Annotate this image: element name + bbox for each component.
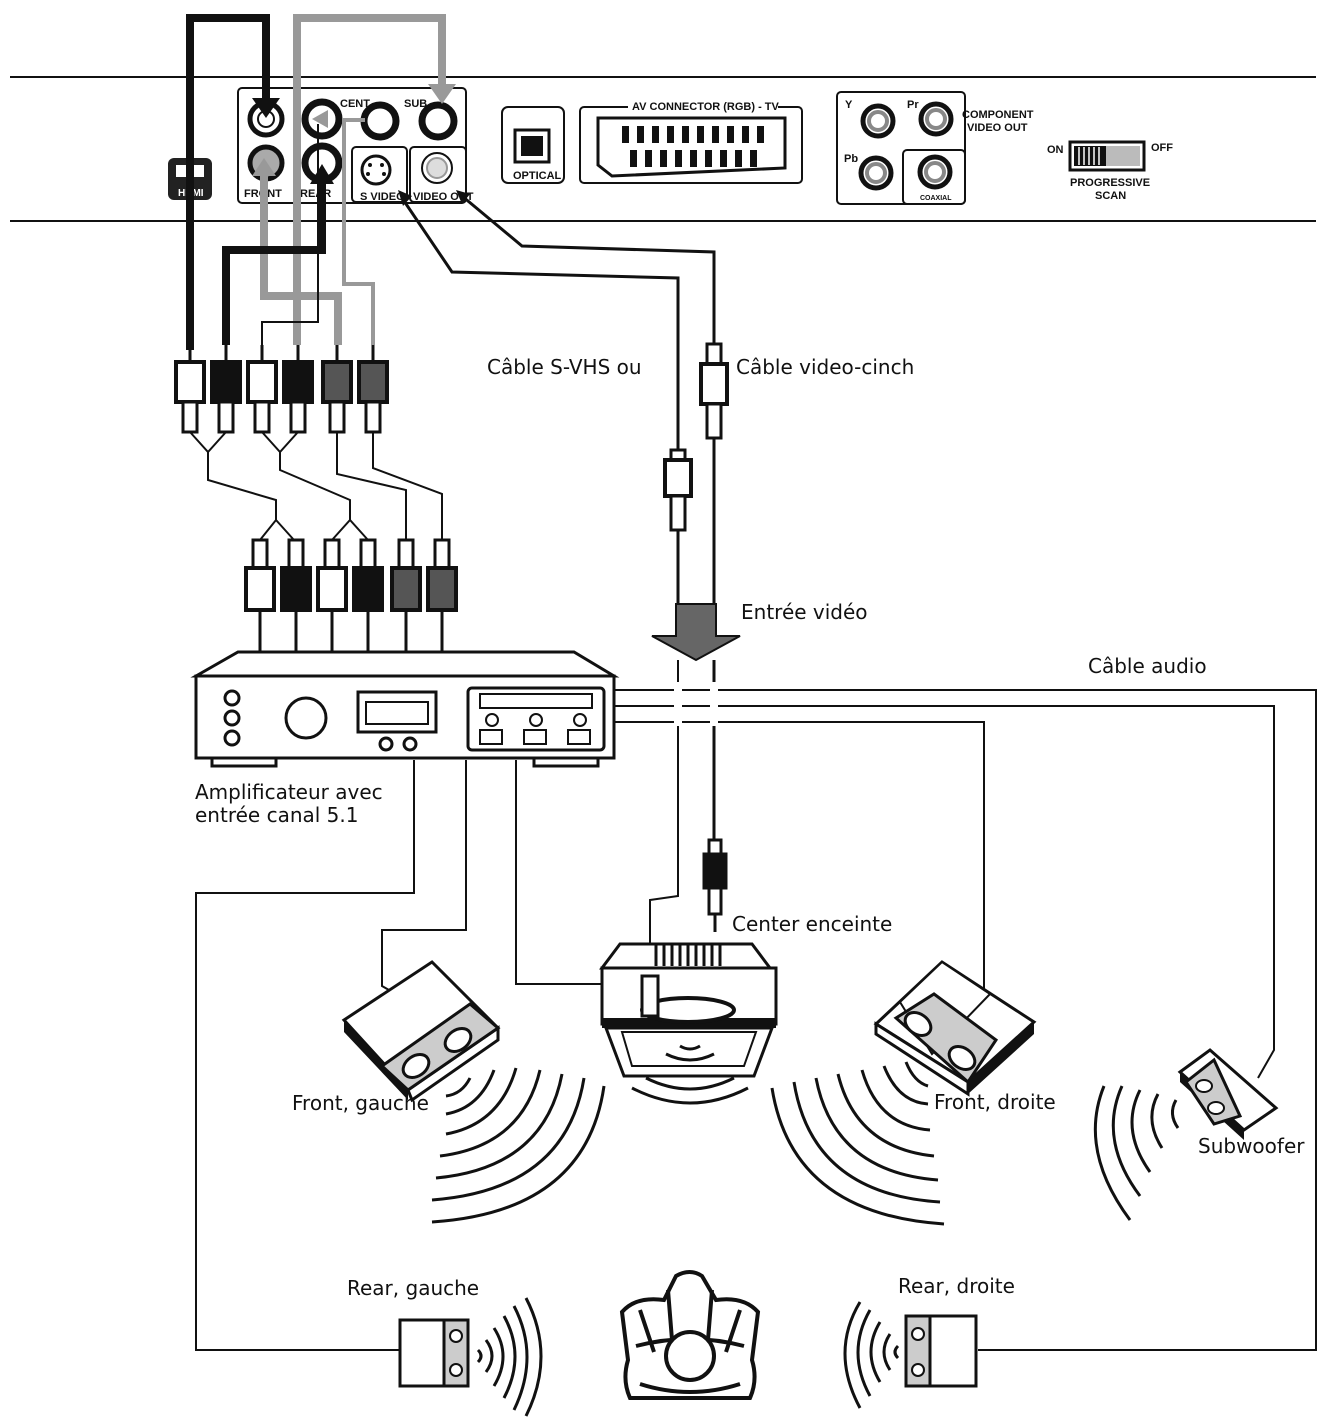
sub-label: SUB (404, 98, 427, 110)
svhs-cable-label: Câble S-VHS ou (487, 355, 642, 379)
rear-left-label: Rear, gauche (347, 1276, 479, 1300)
rca-plug (316, 538, 348, 612)
subwoofer-speaker (1177, 1048, 1279, 1140)
component-label-2: VIDEO OUT (967, 122, 1028, 134)
optical-label: OPTICAL (513, 170, 562, 182)
amplifier (190, 650, 620, 768)
lower-rca-plugs (244, 538, 458, 652)
video-plugs (651, 342, 741, 662)
on-label: ON (1047, 144, 1064, 156)
amplifier-label-1: Amplificateur avec (195, 780, 383, 804)
volume-knob (284, 696, 328, 740)
panel-audio-cables (186, 14, 456, 350)
rear-left-sound-waves (476, 1297, 543, 1417)
svhs-plug (663, 448, 693, 532)
upper-rca-plugs (174, 345, 389, 434)
rear-right-label: Rear, droite (898, 1274, 1015, 1298)
speaker-wires (195, 660, 1317, 1351)
video-input-label: Entrée vidéo (741, 600, 868, 624)
svideo-jack (360, 154, 392, 186)
amplifier-label-2: entrée canal 5.1 (195, 803, 358, 827)
subwoofer-sound-waves (1093, 1085, 1180, 1221)
video-input-arrow (651, 603, 741, 662)
off-label: OFF (1151, 142, 1173, 154)
video-cables (398, 190, 716, 604)
rca-plug (426, 538, 458, 612)
svideo-label: S VIDEO (360, 191, 405, 203)
cent-label: CENT (340, 98, 370, 110)
pb-label: Pb (844, 153, 858, 165)
rear-right-speaker (904, 1314, 978, 1388)
coaxial-label: COAXIAL (920, 195, 952, 202)
rca-plug (352, 538, 384, 612)
rear-left-speaker (398, 1318, 470, 1388)
progressive-label-1: PROGRESSIVE (1070, 177, 1150, 189)
rca-plug (210, 360, 242, 434)
rear-right-sound-waves (843, 1301, 900, 1409)
video-cinch-plug-top (699, 342, 729, 440)
front-left-speaker (341, 960, 501, 1103)
jack-sub (418, 101, 458, 141)
rca-plug (174, 360, 206, 434)
rca-plug (280, 538, 312, 612)
rca-plug (390, 538, 422, 612)
front-left-label: Front, gauche (292, 1091, 429, 1115)
progressive-label-2: SCAN (1095, 190, 1126, 202)
front-right-speaker (873, 960, 1037, 1097)
rear-label: REAR (300, 188, 331, 200)
rca-plug (282, 360, 314, 434)
rca-plug (321, 360, 353, 434)
center-tv (599, 942, 778, 1105)
rca-plug (357, 360, 389, 434)
subwoofer-label: Subwoofer (1198, 1134, 1305, 1158)
center-speaker-label: Center enceinte (732, 912, 892, 936)
front-right-label: Front, droite (934, 1090, 1056, 1114)
center-plug (702, 838, 728, 932)
intermediate-cables (189, 431, 443, 541)
rca-plug (246, 360, 278, 434)
rca-plug (244, 538, 276, 612)
front-right-sound-waves (770, 1061, 945, 1226)
y-label: Y (845, 99, 853, 111)
progressive-scan-switch (1068, 140, 1146, 172)
listener-icon (619, 1270, 761, 1400)
audio-cable-label: Câble audio (1088, 654, 1207, 678)
front-left-sound-waves (431, 1067, 606, 1224)
dvd-back-panel: HDMI FRONT REAR CENT SUB S VIDEO VIDEO O… (10, 76, 1316, 222)
video-cinch-label: Câble video-cinch (736, 355, 914, 379)
av-connector-label: AV CONNECTOR (RGB) - TV (632, 101, 780, 113)
pr-label: Pr (907, 99, 919, 111)
component-label-1: COMPONENT (962, 109, 1034, 121)
